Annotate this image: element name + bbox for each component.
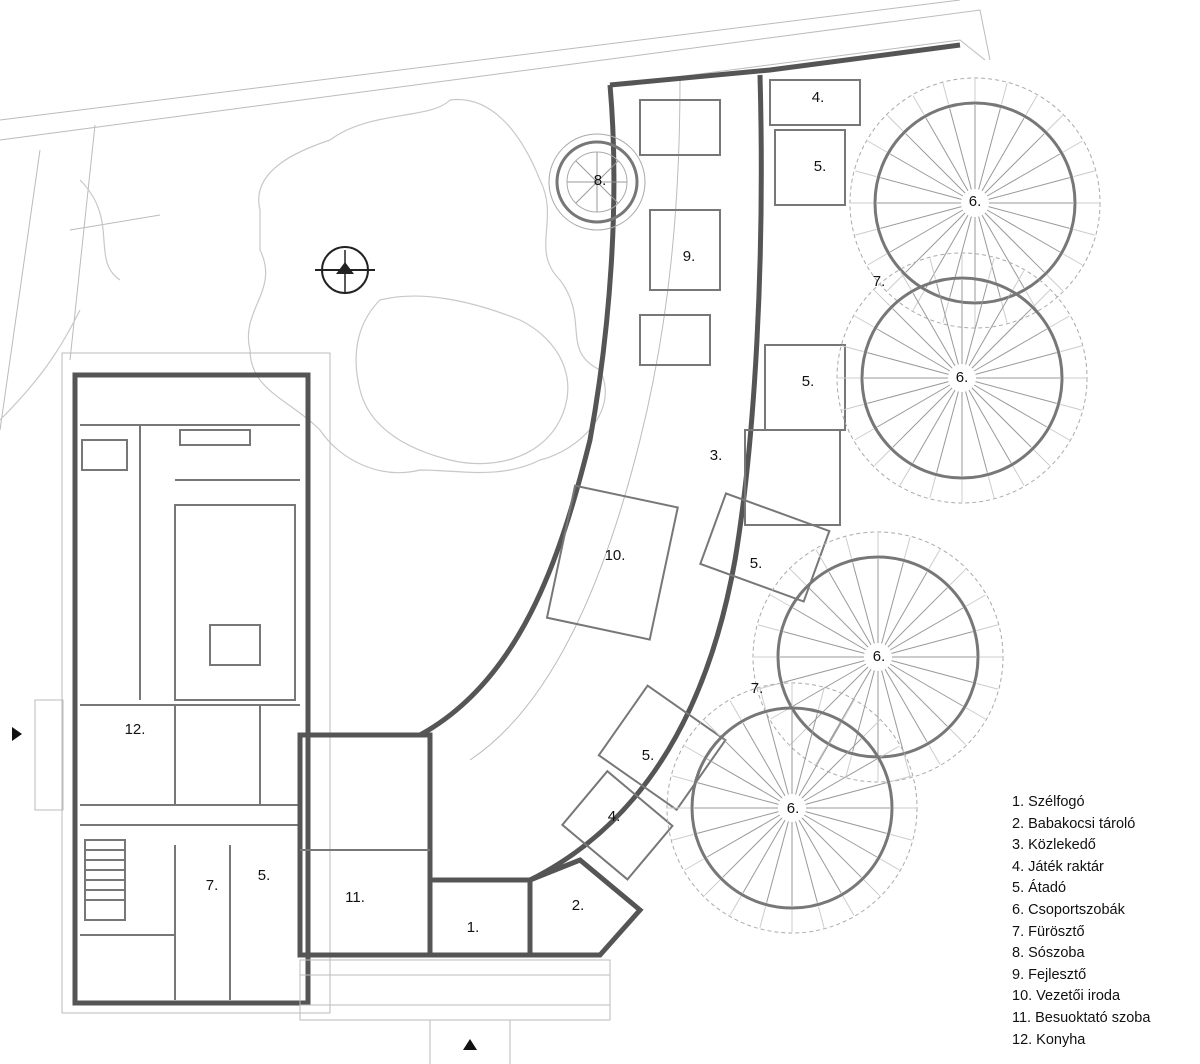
room-label: 5. <box>802 373 815 390</box>
room-label: 5. <box>642 747 655 764</box>
room-label: 7. <box>206 877 219 894</box>
room-label: 9. <box>683 248 696 265</box>
room-label: 6. <box>873 648 886 665</box>
room-label: 11. <box>345 889 365 906</box>
room-label: 1. <box>467 919 480 936</box>
curved-wing <box>418 39 986 883</box>
room-label: 6. <box>787 800 800 817</box>
legend-item: 3. Közlekedő <box>1012 837 1096 854</box>
salt-room <box>548 133 646 231</box>
room-label: 5. <box>258 867 271 884</box>
room-label: 4. <box>608 808 621 825</box>
site-lines <box>0 0 991 431</box>
north-arrow-icon <box>315 246 375 294</box>
room-label: 8. <box>594 172 607 189</box>
room-label: 6. <box>956 369 969 386</box>
connecting-block <box>297 732 644 1064</box>
room-label: 5. <box>750 555 763 572</box>
tree-canopy <box>0 98 606 474</box>
room-label: 7. <box>751 680 764 697</box>
room-label: 5. <box>814 158 827 175</box>
group-room-2 <box>836 252 1088 504</box>
room-label: 3. <box>710 447 723 464</box>
room-label: 4. <box>812 89 825 106</box>
legend: 1. Szélfogó 2. Babakocsi tároló 3. Közle… <box>1012 792 1192 1051</box>
group-room-1 <box>849 77 1101 329</box>
room-label: 7. <box>873 273 886 290</box>
legend-item: 6. Csoportszobák <box>1012 901 1125 918</box>
triangle-right-icon <box>12 727 22 741</box>
room-label: 10. <box>605 547 626 564</box>
triangle-up-icon <box>463 1039 477 1050</box>
group-room-4 <box>666 682 918 934</box>
legend-item: 2. Babakocsi tároló <box>1012 815 1136 832</box>
legend-item: 7. Fürösztő <box>1012 923 1085 940</box>
legend-item: 11. Besuoktató szoba <box>1012 1009 1151 1026</box>
room-label: 2. <box>572 897 585 914</box>
room-label: 6. <box>969 193 982 210</box>
legend-item: 12. Konyha <box>1012 1031 1086 1048</box>
legend-item: 10. Vezetői iroda <box>1012 988 1121 1005</box>
legend-item: 9. Fejlesztő <box>1012 966 1087 983</box>
room-label: 12. <box>125 721 146 738</box>
legend-item: 1. Szélfogó <box>1012 794 1085 810</box>
legend-item: 5. Átadó <box>1012 880 1067 897</box>
left-wing <box>34 352 331 1014</box>
legend-item: 8. Sószoba <box>1012 945 1085 962</box>
room-labels: 1. 2. 3. 4. 4. 5. 5. 5. 5. 5. 6. 6. 6. 6… <box>125 89 982 936</box>
group-room-3 <box>752 531 1004 783</box>
legend-item: 4. Játék raktár <box>1012 858 1104 875</box>
